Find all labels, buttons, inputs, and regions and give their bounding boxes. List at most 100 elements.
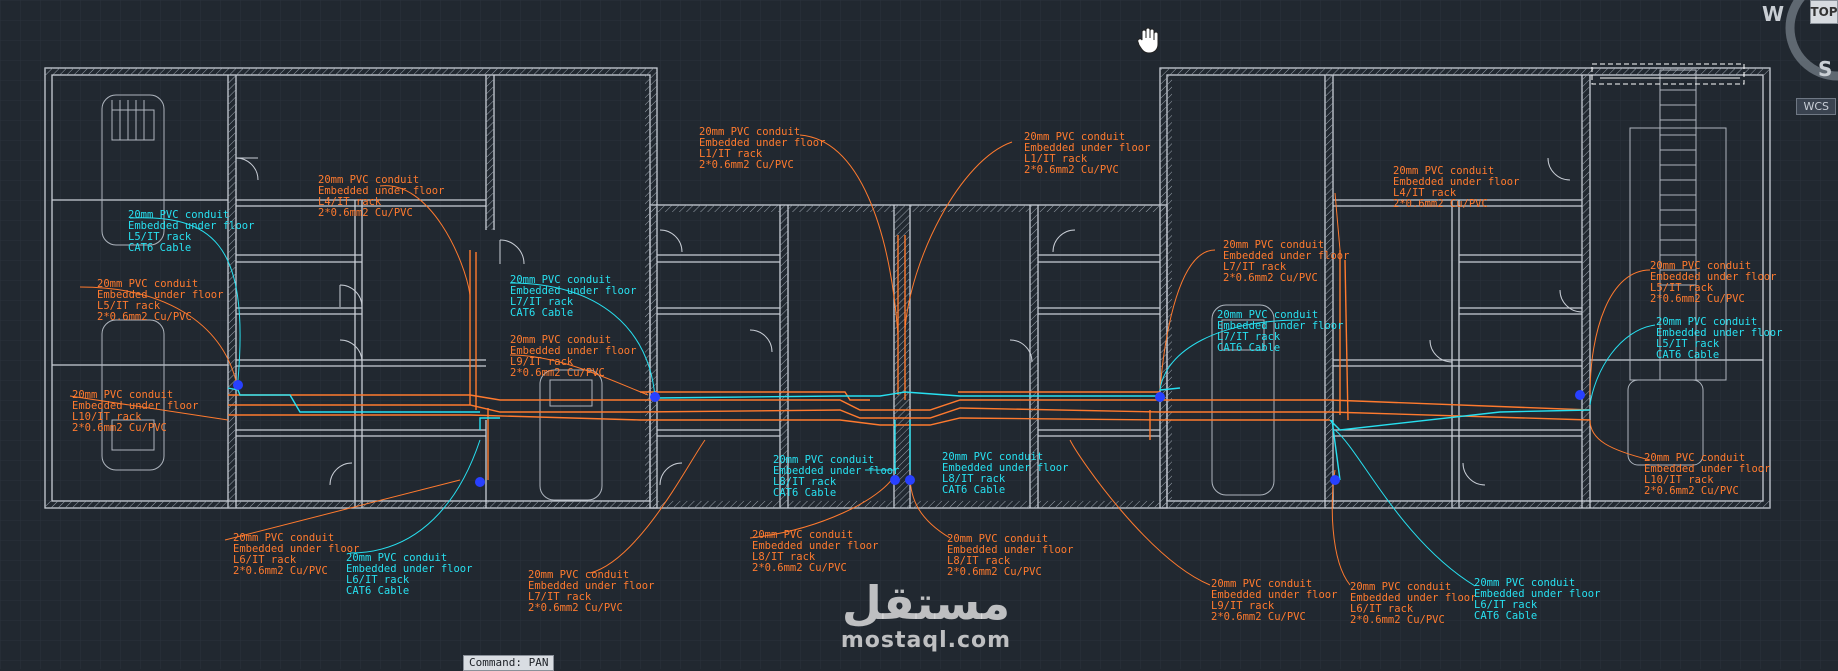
annotation-line: Embedded under floor	[128, 220, 254, 232]
annotation-line: 20mm PVC conduit	[752, 529, 853, 541]
annotation-line: 20mm PVC conduit	[1656, 316, 1757, 328]
annotation-line: Embedded under floor	[97, 289, 223, 301]
annotation-line: 20mm PVC conduit	[1650, 260, 1751, 272]
annotation-line: 2*0.6mm2 Cu/PVC	[699, 159, 794, 171]
outlet-markers	[233, 380, 1585, 487]
annotation-line: Embedded under floor	[942, 462, 1068, 474]
power-conduits	[228, 235, 1591, 480]
viewcube-ring	[1785, 0, 1838, 81]
annotation-line: L4/IT rack	[1393, 187, 1457, 199]
data-conduits	[227, 387, 1591, 481]
viewcube-top-face[interactable]: TOP	[1810, 0, 1838, 24]
annotation-line: CAT6 Cable	[1656, 349, 1719, 361]
annotation-line: Embedded under floor	[510, 285, 636, 297]
annotation-line: L7/IT rack	[528, 591, 592, 603]
annotation-line: 2*0.6mm2 Cu/PVC	[947, 566, 1042, 578]
annotation-line: L1/IT rack	[699, 148, 763, 160]
annotation-line: 2*0.6mm2 Cu/PVC	[233, 565, 328, 577]
annotation-line: 20mm PVC conduit	[510, 334, 611, 346]
command-line[interactable]: Command: PAN	[463, 655, 555, 671]
annotation-line: Embedded under floor	[1656, 327, 1782, 339]
annotation-line: 2*0.6mm2 Cu/PVC	[528, 602, 623, 614]
annotation-line: CAT6 Cable	[1474, 610, 1537, 622]
annotation-line: CAT6 Cable	[346, 585, 409, 597]
annotation-line: L6/IT rack	[1350, 603, 1414, 615]
annotation-line: 2*0.6mm2 Cu/PVC	[72, 422, 167, 434]
annotation-line: Embedded under floor	[1217, 320, 1343, 332]
door-swings	[235, 157, 1583, 486]
annotation-line: 20mm PVC conduit	[1474, 577, 1575, 589]
watermark-latin-text: mostaql.com	[840, 628, 1012, 653]
annotation-line: 20mm PVC conduit	[1393, 165, 1494, 177]
annotation-line: 20mm PVC conduit	[1350, 581, 1451, 593]
annotation-line: 20mm PVC conduit	[528, 569, 629, 581]
annotation-line: L10/IT rack	[1644, 474, 1714, 486]
annotation-line: L8/IT rack	[752, 551, 816, 563]
annotation-line: 2*0.6mm2 Cu/PVC	[1393, 198, 1488, 210]
annotation-line: Embedded under floor	[752, 540, 878, 552]
annotation-line: 20mm PVC conduit	[1223, 239, 1324, 251]
annotation-line: 20mm PVC conduit	[947, 533, 1048, 545]
staircase	[1591, 63, 1745, 381]
watermark-arabic-text: مستقل	[841, 576, 1011, 630]
annotation-line: 20mm PVC conduit	[318, 174, 419, 186]
annotation-line: CAT6 Cable	[942, 484, 1005, 496]
annotation-line: 20mm PVC conduit	[128, 209, 229, 221]
annotation-line: 2*0.6mm2 Cu/PVC	[1211, 611, 1306, 623]
annotation-line: 2*0.6mm2 Cu/PVC	[1350, 614, 1445, 626]
annotation-line: L7/IT rack	[510, 296, 574, 308]
annotation-line: 20mm PVC conduit	[97, 278, 198, 290]
annotation-line: 2*0.6mm2 Cu/PVC	[318, 207, 413, 219]
annotation-line: L5/IT rack	[97, 300, 161, 312]
annotation-line: 2*0.6mm2 Cu/PVC	[1650, 293, 1745, 305]
annotation-line: 2*0.6mm2 Cu/PVC	[1024, 164, 1119, 176]
wcs-button[interactable]: WCS	[1796, 98, 1836, 115]
annotation-line: 20mm PVC conduit	[773, 454, 874, 466]
viewcube-icon[interactable]: W S TOP WCS	[1758, 0, 1838, 120]
annotation-line: Embedded under floor	[1223, 250, 1349, 262]
annotation-line: L8/IT rack	[947, 555, 1011, 567]
annotation-line: CAT6 Cable	[128, 242, 191, 254]
annotation-line: 20mm PVC conduit	[72, 389, 173, 401]
annotation-line: Embedded under floor	[1644, 463, 1770, 475]
annotation-line: Embedded under floor	[346, 563, 472, 575]
annotation-line: 2*0.6mm2 Cu/PVC	[1223, 272, 1318, 284]
viewcube-west-label[interactable]: W	[1762, 2, 1785, 26]
annotation-line: CAT6 Cable	[510, 307, 573, 319]
annotation-line: Embedded under floor	[1393, 176, 1519, 188]
annotation-line: 2*0.6mm2 Cu/PVC	[752, 562, 847, 574]
viewcube-south-label[interactable]: S	[1818, 57, 1833, 81]
annotation-line: L6/IT rack	[1474, 599, 1538, 611]
annotation-line: L7/IT rack	[1217, 331, 1281, 343]
annotation-line: Embedded under floor	[318, 185, 444, 197]
annotation-line: Embedded under floor	[947, 544, 1073, 556]
annotation-line: 20mm PVC conduit	[233, 532, 334, 544]
annotation-line: L10/IT rack	[72, 411, 142, 423]
annotation-line: L6/IT rack	[346, 574, 410, 586]
annotation-line: L4/IT rack	[318, 196, 382, 208]
annotation-line: 20mm PVC conduit	[1211, 578, 1312, 590]
annotation-line: L8/IT rack	[942, 473, 1006, 485]
annotation-line: Embedded under floor	[528, 580, 654, 592]
annotation-line: L9/IT rack	[1211, 600, 1275, 612]
